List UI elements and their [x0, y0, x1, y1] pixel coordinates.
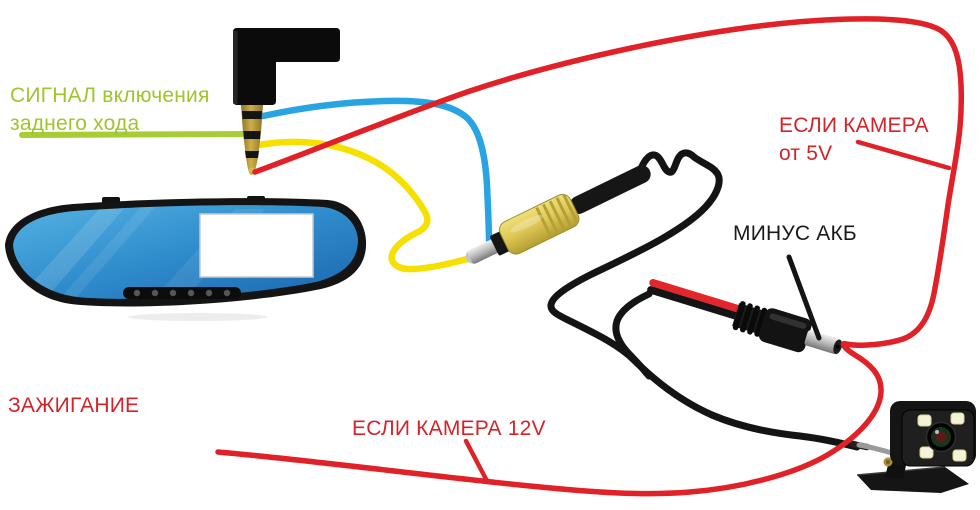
mirror-buttons[interactable]: [133, 289, 231, 297]
power-wire-black: [647, 286, 746, 322]
green-reverse-signal-wire: [19, 131, 259, 138]
camera-lens-glint: [935, 430, 939, 434]
black-camera-video-cable: [547, 149, 861, 451]
rca-body: [499, 193, 580, 255]
annotations: [215, 16, 965, 497]
camera-5v-label-line2: от 5V: [779, 142, 833, 165]
plug-pin-hole: [835, 344, 840, 349]
rear-camera: [849, 401, 976, 493]
rca-ribs: [535, 193, 580, 238]
mirror-button[interactable]: [205, 289, 213, 297]
mirror-shadow: [128, 313, 268, 321]
jack-ring: [242, 111, 262, 119]
plug-body: [758, 308, 812, 353]
reverse-signal-label-line1: СИГНАЛ включения: [10, 84, 210, 107]
plug-boot-ridges: [732, 301, 768, 337]
rca-cable: [569, 165, 651, 214]
camera-bracket: [857, 467, 969, 493]
reverse-signal-label-line2: заднего хода: [10, 112, 140, 135]
mirror-button[interactable]: [151, 289, 159, 297]
wiring-overlay: [19, 97, 861, 451]
dc-barrel-plug: [647, 278, 843, 355]
trrs-jack: [233, 28, 340, 176]
mirror-ok-button[interactable]: [223, 289, 231, 297]
jack-ring: [245, 151, 259, 158]
jack-body: [233, 28, 340, 105]
ignition-label: ЗАЖИГАНИЕ: [8, 394, 140, 417]
camera-led: [950, 412, 965, 425]
mirror-button[interactable]: [133, 289, 141, 297]
blue-wire: [259, 97, 493, 244]
plug-barrel: [804, 330, 841, 354]
rca-collar: [490, 231, 511, 256]
bracket-screw-center: [886, 460, 890, 464]
mirror-screen[interactable]: [199, 213, 314, 278]
camera-5v-label: ЕСЛИ КАМЕРА от 5V: [779, 112, 929, 168]
rca-highlight: [510, 215, 543, 233]
power-wire-red: [649, 278, 748, 315]
jack-ring: [243, 131, 261, 139]
plug-highlight: [769, 313, 807, 329]
minus-akb-pointer-line: [786, 254, 822, 341]
minus-akb-label: МИНУС АКБ: [733, 222, 857, 245]
rca-tip: [467, 238, 501, 264]
mirror-button[interactable]: [169, 289, 177, 297]
mirror-dashcam: [5, 196, 367, 321]
red-power-wire: [215, 16, 965, 497]
mirror-button[interactable]: [187, 289, 195, 297]
camera-led: [952, 449, 967, 462]
mirror-button-bar: [123, 287, 241, 299]
black-power-ground-cable: [612, 290, 653, 380]
yellow-wire: [255, 138, 475, 273]
camera-leds: [917, 412, 967, 462]
reverse-signal-label: СИГНАЛ включения заднего хода: [10, 82, 210, 138]
jack-body-bevel: [233, 31, 238, 104]
camera-led: [917, 414, 932, 427]
camera-led: [919, 446, 934, 459]
camera-12v-label: ЕСЛИ КАМЕРА 12V: [352, 417, 546, 440]
camera-12v-pointer-line: [463, 438, 490, 484]
camera-5v-label-line1: ЕСЛИ КАМЕРА: [779, 114, 929, 137]
rca-plug: [465, 165, 651, 264]
camera-5v-pointer-line: [855, 139, 952, 171]
camera-lens-core: [935, 431, 947, 443]
